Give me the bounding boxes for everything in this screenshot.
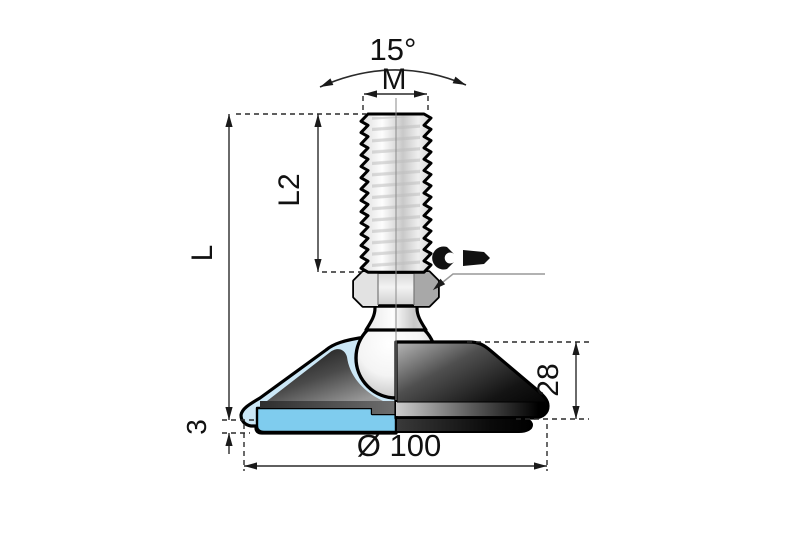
arrow: [364, 90, 377, 98]
label-overall-length: L: [186, 245, 219, 262]
arrow: [225, 433, 233, 446]
leader-arrow: [433, 278, 446, 290]
dimension-arrows: [225, 76, 580, 470]
leader-line: [432, 273, 545, 291]
arrow: [320, 78, 334, 87]
base-core-flange-section: [260, 401, 396, 414]
arrow: [534, 462, 547, 470]
arrow: [414, 90, 427, 98]
arrow: [452, 76, 466, 85]
arrow: [244, 462, 257, 470]
wrench-callout: [432, 246, 545, 291]
base-exterior-rim: [396, 402, 546, 416]
rubber-pad-exterior: [395, 417, 534, 433]
base-exterior-cone: [394, 340, 550, 420]
hex-nut-facet-right: [414, 272, 438, 306]
label-pad-thickness: 3: [181, 419, 212, 435]
arrow: [572, 406, 580, 419]
label-thread-length: L2: [273, 173, 306, 206]
foot-assembly: [239, 98, 550, 435]
wrench-icon: [432, 246, 490, 270]
hex-nut-facet-left: [354, 272, 378, 306]
label-swivel-angle: 15°: [370, 32, 417, 67]
label-thread-size: M: [382, 63, 407, 96]
label-base-height: 28: [532, 363, 565, 396]
arrow: [314, 114, 322, 127]
arrow: [314, 259, 322, 272]
arrow: [572, 342, 580, 355]
arrow: [225, 407, 233, 420]
base-core-cone-section: [267, 349, 383, 401]
label-base-diameter: Ø 100: [357, 428, 441, 463]
swivel-angle-arc: [319, 69, 467, 88]
arrow: [225, 114, 233, 127]
